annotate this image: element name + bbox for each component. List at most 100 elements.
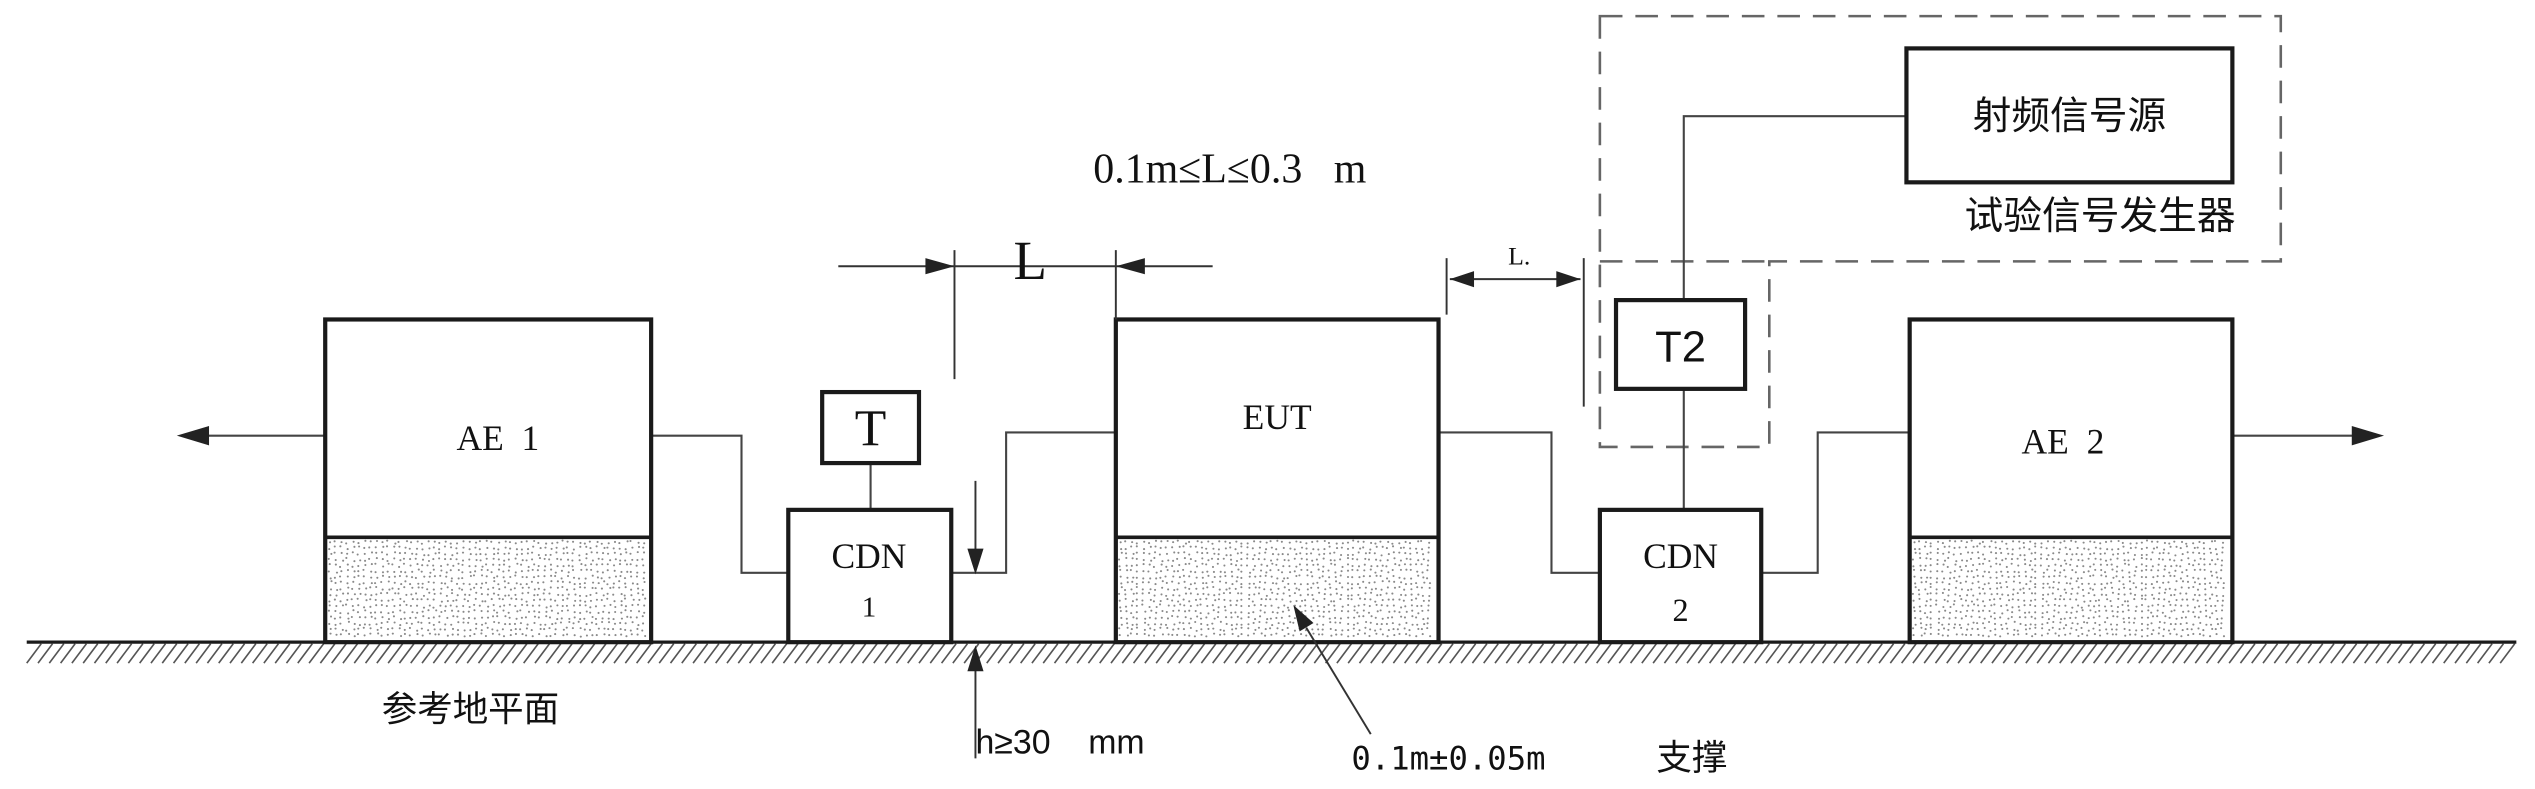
hatch-line bbox=[251, 643, 268, 664]
support-dot bbox=[1171, 546, 1174, 549]
support-dot bbox=[1392, 604, 1395, 607]
support-dot bbox=[1404, 540, 1407, 544]
support-dot bbox=[1153, 588, 1157, 591]
support-dot bbox=[629, 609, 633, 612]
support-dot bbox=[2029, 540, 2032, 543]
support-dot bbox=[480, 593, 483, 596]
support-dot bbox=[1998, 547, 2002, 550]
support-dot bbox=[2187, 634, 2190, 637]
support-dot bbox=[2179, 592, 2182, 595]
support-dot bbox=[1201, 552, 1204, 555]
support-dot bbox=[539, 547, 542, 550]
support-dot bbox=[571, 552, 574, 555]
hatch-line bbox=[1788, 643, 1804, 664]
support-dot bbox=[1269, 569, 1272, 572]
support-dot bbox=[1166, 539, 1169, 543]
support-dot bbox=[550, 568, 553, 571]
support-dot bbox=[364, 593, 367, 596]
support-dot bbox=[1964, 599, 1968, 602]
support-dot bbox=[567, 558, 570, 561]
hatch-line bbox=[1042, 643, 1059, 664]
support-dot bbox=[1201, 557, 1204, 560]
support-dot bbox=[2169, 632, 2172, 635]
support-dot bbox=[2164, 615, 2167, 618]
support-dot bbox=[1322, 623, 1325, 626]
support-dot bbox=[1322, 615, 1325, 618]
support-dot bbox=[347, 617, 350, 620]
support-dot bbox=[2071, 622, 2074, 625]
support-dot bbox=[2210, 604, 2213, 608]
support-dot bbox=[2216, 576, 2219, 579]
support-dot bbox=[1153, 594, 1156, 597]
support-dot bbox=[2110, 628, 2114, 631]
support-dot bbox=[2104, 621, 2107, 624]
support-dot bbox=[562, 634, 565, 637]
support-dot bbox=[2030, 576, 2033, 579]
support-dot bbox=[1943, 588, 1946, 591]
hatch-line bbox=[2364, 643, 2380, 664]
support-dot bbox=[2145, 553, 2148, 556]
support-dot bbox=[2133, 598, 2136, 601]
support-dot bbox=[577, 620, 580, 623]
support-dot bbox=[2041, 597, 2044, 600]
support-dot bbox=[2047, 604, 2050, 607]
support-dot bbox=[620, 604, 623, 607]
support-dot bbox=[543, 588, 546, 591]
support-dot bbox=[1248, 575, 1251, 578]
support-dot bbox=[2057, 581, 2060, 584]
support-dot bbox=[1996, 592, 1999, 595]
support-dot bbox=[1416, 551, 1419, 554]
support-dot bbox=[402, 557, 406, 560]
support-dot bbox=[403, 617, 406, 620]
support-dot bbox=[2205, 615, 2208, 618]
support-dot bbox=[1287, 559, 1290, 562]
support-dot bbox=[1318, 615, 1321, 618]
support-dot bbox=[1988, 559, 1991, 563]
support-dot bbox=[521, 633, 524, 636]
support-dot bbox=[543, 575, 546, 578]
support-dot bbox=[2011, 548, 2014, 551]
support-dot bbox=[1995, 582, 1999, 585]
support-dot bbox=[474, 565, 477, 568]
support-dot bbox=[585, 557, 588, 560]
support-dot bbox=[2192, 598, 2195, 601]
support-dot bbox=[1236, 615, 1239, 618]
support-dot bbox=[1287, 609, 1290, 612]
support-dot bbox=[588, 540, 591, 543]
hatch-line bbox=[105, 643, 121, 664]
hatch-line bbox=[2205, 643, 2222, 664]
support-dot bbox=[1375, 545, 1378, 548]
support-dot bbox=[381, 588, 384, 591]
support-dot bbox=[1176, 539, 1179, 542]
hatch-line bbox=[1810, 643, 1827, 664]
support-dot bbox=[526, 552, 529, 555]
support-dot bbox=[623, 577, 627, 580]
support-dot bbox=[1129, 568, 1132, 572]
support-dot bbox=[600, 577, 603, 580]
support-dot bbox=[2112, 615, 2115, 618]
support-dot bbox=[468, 594, 471, 597]
support-dot bbox=[1217, 558, 1220, 561]
support-dot bbox=[1155, 571, 1158, 574]
support-dot bbox=[1264, 634, 1267, 637]
support-dot bbox=[1333, 551, 1336, 554]
support-dot bbox=[1942, 577, 1946, 580]
support-dot bbox=[469, 629, 472, 632]
support-dot bbox=[357, 604, 360, 607]
support-dot bbox=[2089, 565, 2092, 568]
support-dot bbox=[455, 605, 458, 608]
support-dot bbox=[568, 620, 571, 624]
support-dot bbox=[2198, 552, 2201, 555]
support-dot bbox=[474, 597, 477, 600]
support-dot bbox=[543, 628, 546, 631]
support-dot bbox=[455, 547, 458, 550]
support-dot bbox=[1217, 606, 1220, 609]
support-dot bbox=[2024, 570, 2027, 573]
support-dot bbox=[1364, 626, 1367, 629]
support-dot bbox=[450, 609, 454, 612]
support-dot bbox=[1935, 599, 1938, 602]
support-dot bbox=[1947, 628, 1950, 631]
support-dot bbox=[339, 616, 342, 619]
eut-support-stipple bbox=[1118, 539, 1432, 638]
support-dot bbox=[1182, 628, 1185, 631]
